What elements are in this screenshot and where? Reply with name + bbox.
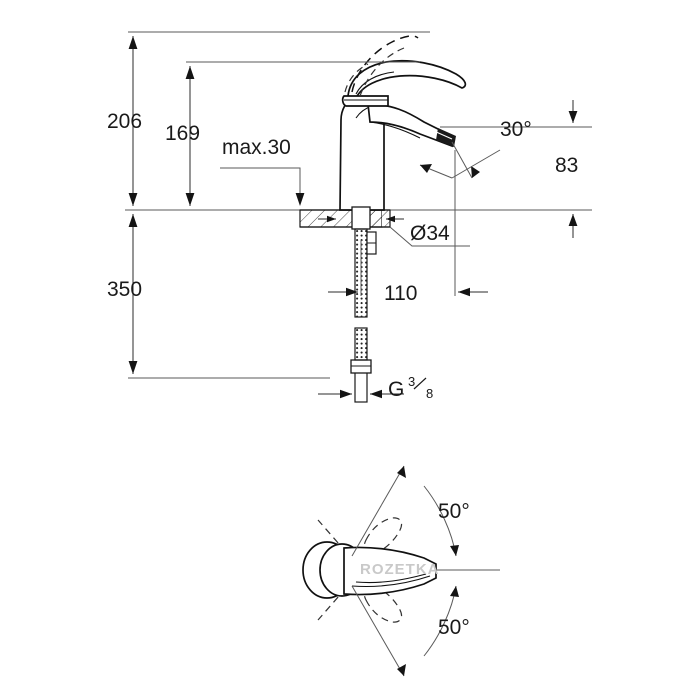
- dimension-value-d34: Ø34: [410, 222, 450, 245]
- dimension-max-deck-thickness: max.30: [220, 136, 305, 206]
- dimension-value-50deg-lower: 50°: [438, 616, 470, 639]
- dimension-value-thread-g: G: [388, 378, 404, 401]
- lever-handle-open-position: [344, 35, 419, 97]
- dimension-supply-thread: G 3 8: [318, 374, 433, 401]
- dimension-value-30deg: 30°: [500, 118, 532, 141]
- dimension-spout-projection: 110: [328, 150, 488, 305]
- dimension-value-169: 169: [165, 122, 200, 145]
- dimension-value-350: 350: [107, 278, 142, 301]
- dimension-value-max30: max.30: [222, 136, 291, 159]
- dimension-value-206: 206: [107, 110, 142, 133]
- spout-arm: [367, 103, 456, 148]
- dimension-swivel-angle-lower: 50°: [351, 585, 470, 677]
- dimension-value-thread-numerator: 3: [408, 374, 415, 389]
- dimension-value-50deg-upper: 50°: [438, 500, 470, 523]
- supply-hose-connector: [350, 327, 372, 403]
- plan-spout: [343, 546, 437, 596]
- dimension-mounting-hole-diameter: Ø34: [389, 222, 470, 247]
- dimension-outlet-angle: 30°: [419, 118, 560, 179]
- dimension-value-110: 110: [384, 282, 417, 305]
- dimension-swivel-angle-upper: 50°: [351, 465, 470, 557]
- countertop-section: [299, 209, 391, 228]
- top-plan-view: ROZETKA 50° 50°: [302, 465, 500, 677]
- dimension-overall-height: 206: [107, 31, 430, 206]
- dimension-outlet-height: 83: [555, 100, 592, 238]
- dimension-spout-height: 169: [165, 61, 420, 206]
- watermark-label: ROZETKA: [360, 561, 440, 578]
- dimension-value-thread-denominator: 8: [426, 386, 433, 401]
- dimension-value-83: 83: [555, 154, 578, 177]
- front-elevation-view: 206 169 max.30: [107, 31, 592, 403]
- dimension-hose-length: 350: [107, 214, 330, 379]
